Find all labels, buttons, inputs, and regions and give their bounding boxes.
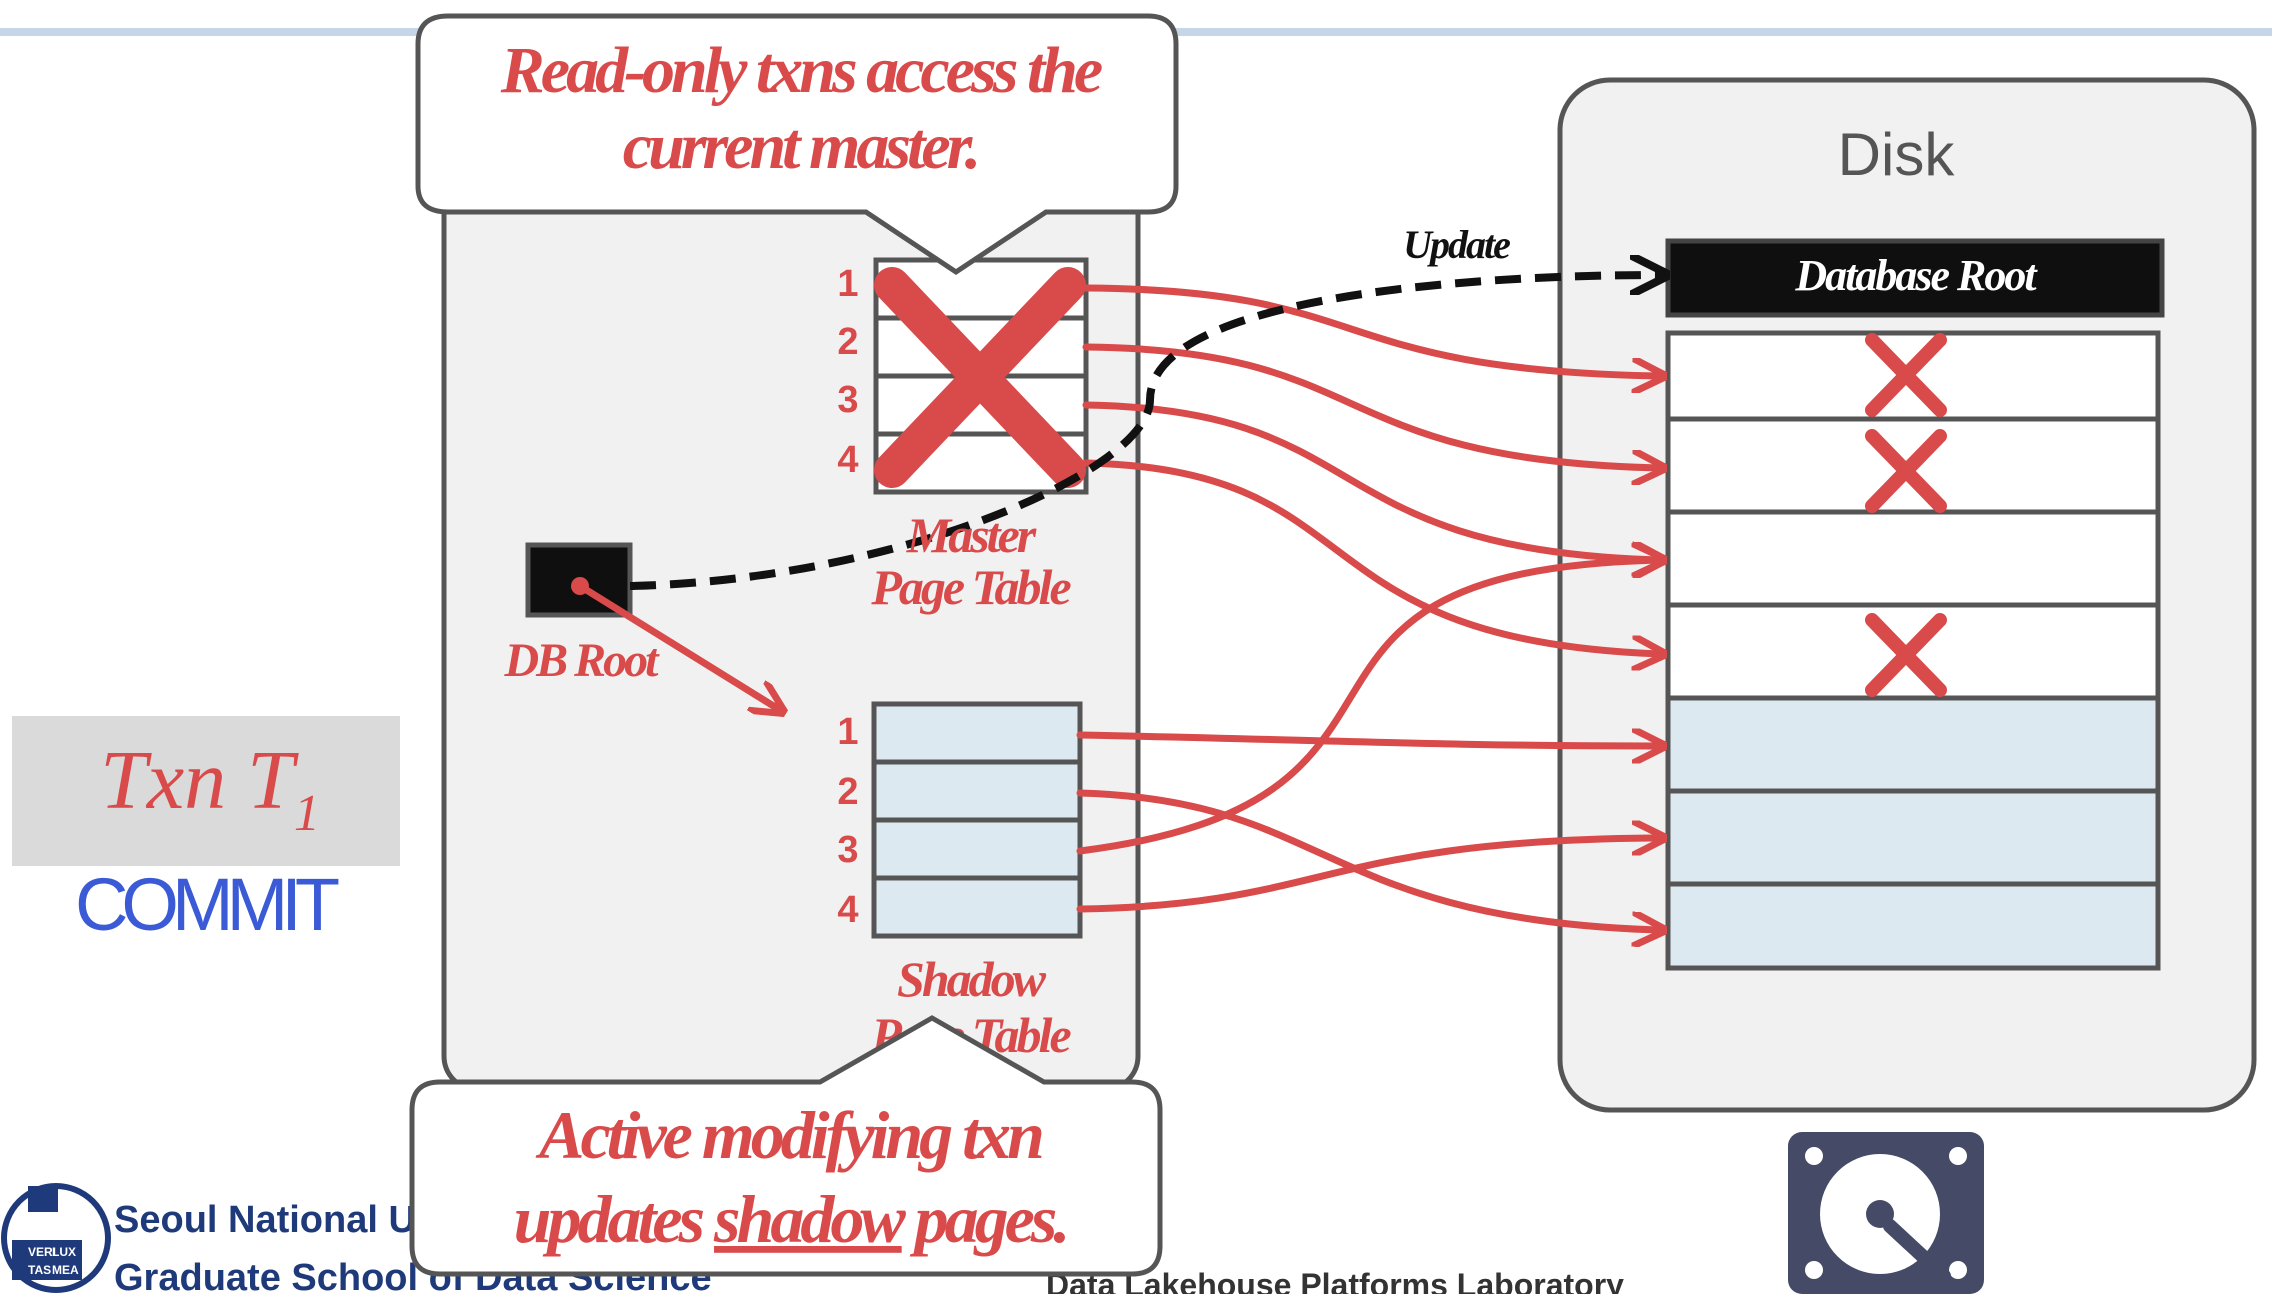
shadow-pointer-arrow (1076, 735, 1660, 746)
master-pointer-arrow (1082, 459, 1660, 654)
master-invalidated-cross-icon (874, 267, 1086, 488)
txn-label: Txn T1 (100, 734, 320, 842)
txn-box (12, 716, 400, 866)
disk-page (1665, 509, 2161, 608)
db-root-label: DB Root (503, 634, 660, 687)
obsolete-page-marks (1865, 333, 1947, 697)
callout-active-txn: Active modifying txn updates shadow page… (409, 1015, 1163, 1277)
page-pointer-arrows (1076, 284, 1660, 930)
callout-active-txn-line2: updates shadow pages. (514, 1181, 1067, 1257)
master-pointer-arrow (1082, 284, 1660, 376)
shadow-row (871, 701, 1083, 765)
db-root-to-shadow-arrow (576, 582, 780, 710)
disk-page-shadow (1665, 881, 2161, 971)
svg-text:LUX: LUX (52, 1245, 76, 1259)
master-table-label-line1: Master (906, 507, 1037, 563)
shadow-row-number: 4 (837, 889, 858, 931)
shadow-pointer-arrow (1076, 560, 1660, 855)
shadow-table-label-line1: Shadow (897, 951, 1047, 1007)
database-root-label: Database Root (1794, 251, 2038, 300)
callout-read-only-line2: current master. (623, 110, 977, 183)
master-row-number: 4 (837, 439, 858, 481)
callout-active-txn-line1: Active modifying txn (535, 1097, 1042, 1173)
database-root-box (1665, 238, 2165, 318)
master-row-number: 2 (837, 321, 858, 363)
update-label: Update (1403, 222, 1510, 267)
disk-page-shadow (1665, 788, 2161, 887)
shadow-row (871, 817, 1083, 881)
cross-icon (1865, 613, 1947, 697)
cross-icon (1865, 429, 1947, 513)
svg-text:TAS: TAS (28, 1263, 51, 1277)
master-row-number: 1 (837, 263, 858, 305)
shadow-row-number: 1 (837, 711, 858, 753)
shadow-row-number: 3 (837, 829, 858, 871)
footer-university: Seoul National U (114, 1199, 416, 1241)
snu-seal-icon: VERI LUX TAS MEA (1, 1183, 111, 1293)
svg-text:VERI: VERI (28, 1245, 56, 1259)
disk-title: Disk (1838, 121, 1956, 188)
shadow-pointer-arrow (1076, 838, 1660, 913)
svg-text:MEA: MEA (52, 1263, 79, 1277)
disk-page-shadow (1665, 695, 2161, 794)
shadow-page-table (871, 701, 1083, 939)
cross-icon (1865, 333, 1947, 417)
shadow-pointer-arrow (1076, 789, 1660, 930)
master-pointer-arrow (1082, 401, 1660, 560)
update-root-dashed-arrow (629, 275, 1662, 590)
shadow-row (871, 759, 1083, 823)
master-row-number: 3 (837, 379, 858, 421)
master-pointer-arrow (1082, 343, 1660, 468)
callout-read-only: Read-only txns access the current master… (415, 13, 1179, 276)
disk-pages (1665, 330, 2161, 971)
commit-status: COMMIT (75, 863, 339, 946)
hard-drive-icon (1788, 1132, 1984, 1294)
shadow-row-number: 2 (837, 771, 858, 813)
callout-read-only-line1: Read-only txns access the (500, 34, 1102, 107)
master-table-label-line2: Page Table (870, 559, 1071, 615)
shadow-row (871, 875, 1083, 939)
